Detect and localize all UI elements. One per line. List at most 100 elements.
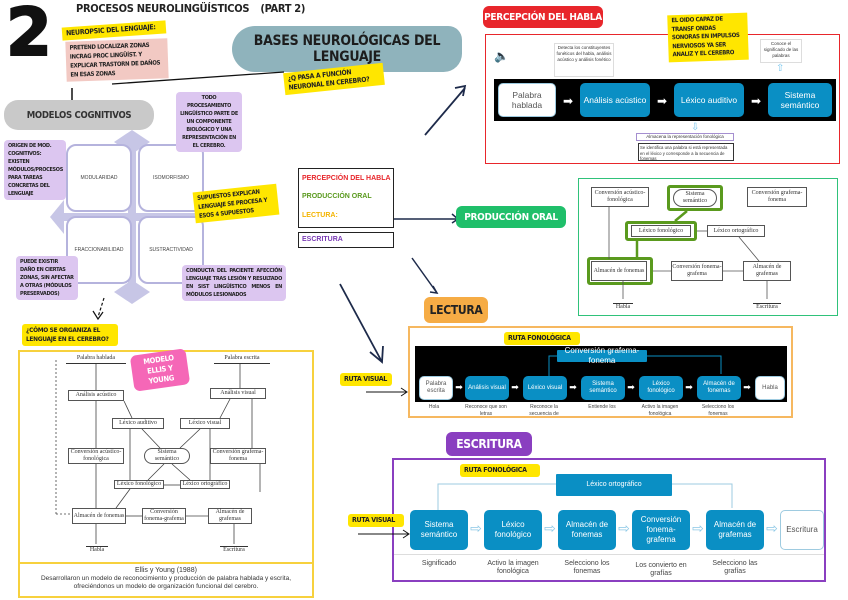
percepcion-flow: Palabra hablada ➡ Análisis acústico ➡ Lé… (494, 79, 836, 121)
escritura-flow-escritura: Escritura (780, 510, 824, 550)
escritura-tag: ESCRITURA (446, 432, 532, 456)
todo-note: TODO PROCESAMIENTO LINGÜÍSTICO PARTE DE … (176, 92, 242, 152)
escritura-caption: Los convierto en grafías (635, 562, 687, 577)
arrow-icon: ⇨ (766, 519, 778, 536)
arrow-icon: ➡ (743, 381, 751, 392)
lectura-flow-sistema-semantico: Sistema semántico (581, 376, 625, 400)
conducta-note: CONDUCTA DEL PACIENTE AFECCIÓN LENGUAJE … (182, 265, 286, 301)
escritura-flow-almacen-fonemas: Almacén de fonemas (558, 510, 616, 550)
arrow-icon: ➡ (562, 94, 574, 108)
flow-sistema-semantico: Sistema semántico (768, 83, 832, 117)
dano-note: PUEDE EXISTIR DAÑO EN CIERTAS ZONAS, SIN… (16, 256, 78, 300)
ey-almacen-fonemas: Almacén de fonemas (72, 508, 126, 524)
lectura-flow-almacen-fonemas: Almacén de fonemas (697, 376, 741, 400)
po-conversion-fg: Conversión fonema-grafema (671, 261, 723, 281)
arrow-icon: ➡ (511, 381, 519, 392)
po-lexico-ortografico: Léxico ortográfico (707, 225, 765, 237)
down-arrow-icon: ⇩ (691, 122, 700, 133)
arrow-icon: ➡ (750, 94, 762, 108)
ey-habla: Habla (86, 546, 108, 554)
ey-conversion-gf: Conversión grafema-fonema (210, 448, 266, 464)
lectura-caption: Activo la imagen fonológica (641, 404, 679, 417)
flow-palabra-hablada: Palabra hablada (498, 83, 556, 117)
escritura-flow-sistema-semantico: Sistema semántico (410, 510, 468, 550)
arrow-icon: ⇨ (544, 519, 556, 536)
percepcion-frame: 🔈 Detecta los constituyentes fonéticos d… (485, 34, 840, 164)
como-se-organiza: ¿CÓMO SE ORGANIZA EL LENGUAJE EN EL CERE… (22, 324, 118, 346)
escritura-caption: Significado (421, 560, 457, 567)
legend-escritura: ESCRITURA (302, 236, 343, 243)
lectura-caption: Reconoce que son letras (465, 404, 507, 417)
po-habla: Habla (613, 303, 633, 311)
escritura-ruta-visual: RUTA VISUAL (348, 514, 404, 527)
escritura-flow-almacen-grafemas: Almacén de grafemas (706, 510, 764, 550)
section-number: 2 (5, 0, 53, 72)
quadrant-isomorfismo: ISOMORFISMO (138, 144, 204, 212)
po-arrows (608, 207, 768, 299)
legend-lectura: LECTURA: (302, 212, 338, 219)
escritura-caption: Activo la imagen fonológica (487, 560, 539, 575)
ey-sistema-semantico: Sistema semántico (144, 448, 190, 464)
lectura-flow-lexico-fonologico: Léxico fonológico (639, 376, 683, 400)
oido-note: EL OIDO CAPAZ DE TRANSF ONDAS SONORAS EN… (667, 12, 749, 62)
ey-lexico-visual: Léxico visual (180, 418, 230, 429)
legend-percepcion: PERCEPCIÓN DEL HABLA (302, 175, 391, 182)
flow-analisis-acustico: Análisis acústico (580, 83, 650, 117)
legend-box: PERCEPCIÓN DEL HABLA PRODUCCIÓN ORAL LEC… (298, 168, 394, 228)
lectura-flow-analisis-visual: Análisis visual (465, 376, 509, 400)
ey-palabra-hablada: Palabra hablada (66, 354, 126, 364)
ey-arrows (55, 360, 261, 544)
callout-significado: Conoce el significado de las palabras (760, 39, 802, 63)
speaker-icon: 🔈 (494, 49, 509, 63)
callout-almacena: Almacena la representación fonológica (636, 133, 734, 141)
lectura-caption: Entiende los (588, 404, 616, 410)
ey-lexico-fonologico: Léxico fonológico (114, 480, 164, 489)
ey-palabra-escrita: Palabra escrita (214, 354, 270, 364)
legend-escritura-box: ESCRITURA (298, 232, 394, 248)
arrow-icon: ➡ (627, 381, 635, 392)
ey-conversion-af: Conversión acústico-fonológica (68, 448, 124, 464)
origen-note: ORIGEN DE MOD. COGNITIVOS: EXISTEN MÓDUL… (4, 140, 66, 200)
po-escritura: Escritura (753, 303, 781, 311)
callout-analisis: Detecta los constituyentes fonéticos del… (554, 43, 614, 77)
escritura-flow-lexico-fonologico: Léxico fonológico (484, 510, 542, 550)
ellis-young-tag: MODELO ELLIS Y YOUNG (129, 348, 191, 392)
arrow-icon: ➡ (656, 94, 668, 108)
po-almacen-fonemas: Almacén de fonemas (591, 261, 647, 281)
escritura-visual-arrow (358, 529, 410, 539)
lectura-flow: Conversión grafema-fonema Palabra escrit… (415, 346, 787, 402)
ey-lexico-ortografico: Léxico ortográfico (180, 480, 230, 489)
produccion-tag: PRODUCCIÓN ORAL (456, 206, 566, 228)
lectura-flow-lexico-visual: Léxico visual (523, 376, 567, 400)
ey-conversion-fg: Conversión fonema-grafema (142, 508, 186, 524)
callout-identifica: Se identifica una palabra si está repres… (638, 143, 734, 161)
lectura-ruta-fonologica: RUTA FONOLÓGICA (504, 332, 580, 345)
escritura-flow-conversion: Conversión fonema-grafema (632, 510, 690, 550)
po-lexico-fonologico: Léxico fonológico (631, 225, 691, 237)
up-arrow-icon: ⇧ (776, 63, 785, 74)
escritura-frame: Léxico ortográfico Sistema semántico ⇨ L… (392, 458, 826, 582)
po-conversion-af: Conversión acústico-fonológica (591, 187, 649, 207)
escritura-caption: Selecciono los fonemas (564, 560, 610, 575)
lectura-ruta-visual: RUTA VISUAL (340, 373, 392, 386)
escritura-caption: Selecciono las grafías (712, 560, 758, 575)
legend-produccion: PRODUCCIÓN ORAL (302, 193, 372, 200)
lectura-conversion-top: Conversión grafema-fonema (557, 346, 647, 365)
lectura-caption: Reconoce la secuencia de (529, 404, 559, 417)
arrow-icon: ➡ (455, 381, 463, 392)
arrow-icon: ➡ (569, 381, 577, 392)
arrow-icon: ⇨ (618, 519, 630, 536)
escritura-ruta-fonologica: RUTA FONOLÓGICA (460, 464, 540, 477)
arrow-icon: ➡ (685, 381, 693, 392)
lectura-frame: Conversión grafema-fonema Palabra escrit… (408, 326, 793, 418)
ey-caption-title: Ellis y Young (1988) (135, 567, 197, 574)
page-title: PROCESOS NEUROLINGÜÍSTICOS (PART 2) (76, 2, 305, 15)
lectura-visual-arrow (366, 387, 408, 397)
center-title: BASES NEUROLÓGICAS DEL LENGUAJE (232, 26, 462, 72)
lectura-caption: Selecciono los fonemas (701, 404, 735, 417)
ey-caption-text: Desarrollaron un modelo de reconocimient… (40, 575, 292, 590)
po-sistema-semantico: Sistema semántico (673, 189, 717, 207)
ey-lexico-auditivo: Léxico auditivo (112, 418, 164, 429)
quadrant-modularidad: MODULARIDAD (66, 144, 132, 212)
title-part: (PART 2) (260, 2, 306, 15)
